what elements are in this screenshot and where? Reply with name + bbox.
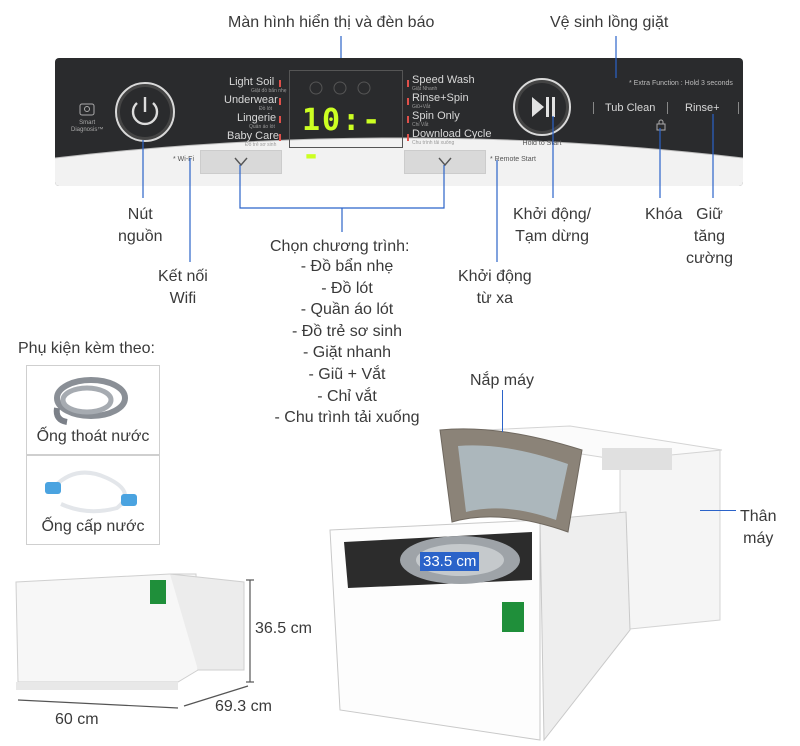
program-underwear: Underwear: [224, 94, 278, 106]
program-select-left-button[interactable]: [200, 150, 282, 174]
indicator-light: [279, 134, 281, 141]
list-item: - Giũ + Vắt: [308, 365, 386, 383]
mini-washer-image: [329, 425, 723, 742]
body-pointer: [700, 510, 736, 511]
wifi-small-label: * Wi-Fi: [173, 156, 194, 163]
dimension-drawing: [15, 573, 254, 709]
program-spin-only-sub: Chỉ Vắt: [412, 122, 429, 128]
list-item: - Đồ lót: [321, 279, 373, 297]
program-spin-only: Spin Only: [412, 110, 460, 122]
indicator-light: [279, 116, 281, 123]
drain-hose-card: Ống thoát nước: [26, 365, 160, 455]
program-speed-wash: Speed Wash: [412, 74, 475, 86]
program-speed-wash-sub: Giặt Nhanh: [412, 86, 438, 92]
remote-start-label: Khởi động từ xa: [458, 268, 532, 307]
chevron-down-icon: [438, 157, 452, 167]
leader-lines: [142, 36, 714, 262]
program-underwear-sub: Đồ lót: [259, 106, 273, 112]
lock-label: Khóa: [645, 206, 683, 223]
start-pause-button[interactable]: [513, 78, 571, 136]
indicator-light: [279, 98, 281, 105]
program-lingerie-sub: Quần áo lót: [249, 124, 275, 130]
remote-start-small-label: * Remote Start: [490, 156, 536, 163]
control-panel: Smart Diagnosis™ Light Soil Giặt đồ bẩn …: [55, 58, 743, 186]
smart-diagnosis-text: Smart Diagnosis™: [71, 120, 104, 133]
program-download-cycle: Download Cycle: [412, 128, 492, 140]
depth-dimension: 69.3 cm: [215, 698, 272, 715]
indicator-light: [407, 134, 409, 141]
list-item: - Chu trình tải xuống: [274, 409, 420, 427]
lid-label: Nắp máy: [470, 372, 535, 389]
indicator-light: [407, 80, 409, 87]
drain-hose-label: Ống thoát nước: [36, 428, 150, 445]
program-rinse-spin-sub: Giũ+Vắt: [412, 104, 431, 110]
program-baby-care: Baby Care: [227, 130, 279, 142]
list-item: - Quần áo lót: [300, 301, 394, 319]
inlet-hose-label: Ống cấp nước: [41, 518, 145, 535]
tub-clean-button[interactable]: Tub Clean: [605, 102, 656, 114]
program-select-title: Chọn chương trình:: [270, 238, 410, 255]
list-item: - Giặt nhanh: [302, 344, 392, 362]
tub-clean-label: Vệ sinh lồng giặt: [550, 14, 669, 31]
program-lingerie: Lingerie: [237, 112, 277, 124]
power-icon: [131, 97, 159, 126]
indicator-light: [407, 116, 409, 123]
status-icons: [309, 81, 371, 95]
hold-to-start-label: Hold to Start: [522, 140, 562, 147]
play-pause-icon: [532, 97, 555, 117]
chevron-down-icon: [234, 157, 248, 167]
program-list: - Đồ bẩn nhẹ - Đồ lót - Quần áo lót - Đồ…: [262, 256, 432, 429]
inlet-hose-card: Ống cấp nước: [26, 455, 160, 545]
lock-icon: [653, 118, 669, 131]
divider: [738, 102, 739, 114]
list-item: - Chỉ vắt: [317, 387, 377, 405]
extra-function-label: * Extra Function : Hold 3 seconds: [629, 80, 733, 87]
body-label: Thân máy: [740, 508, 777, 547]
list-item: - Đồ trẻ sơ sinh: [291, 322, 403, 340]
program-baby-care-sub: Đồ trẻ sơ sinh: [245, 142, 277, 148]
height-dimension: 36.5 cm: [255, 620, 312, 637]
display-screen: 10:--: [289, 70, 403, 173]
rinse-plus-button[interactable]: Rinse+: [685, 102, 720, 114]
rinse-plus-label: Giữ tăng cường: [686, 206, 733, 267]
smart-diagnosis-icon: [77, 102, 99, 118]
divider: [667, 102, 668, 114]
program-download-cycle-sub: Chu trình tải xuống: [412, 140, 455, 146]
wifi-label: Kết nối Wifi: [158, 268, 208, 307]
inlet-hose-image: [45, 470, 137, 514]
program-light-soil: Light Soil: [229, 76, 275, 88]
divider: [593, 102, 594, 114]
time-display: 10:--: [302, 103, 383, 173]
accessories-title: Phụ kiện kèm theo:: [18, 340, 155, 357]
power-label: Nút nguồn: [118, 206, 163, 245]
start-pause-label: Khởi động/ Tạm dừng: [513, 206, 592, 245]
list-item: - Đồ bẩn nhẹ: [300, 258, 394, 275]
lid-pointer: [502, 390, 503, 432]
display-indicator-label: Màn hình hiển thị và đèn báo: [228, 14, 435, 31]
drain-hose-image: [53, 377, 128, 425]
power-button[interactable]: [115, 82, 175, 142]
program-light-soil-sub: Giặt đồ bẩn nhẹ: [251, 88, 287, 94]
indicator-light: [279, 80, 281, 87]
drum-diameter-badge: 33.5 cm: [420, 552, 480, 571]
indicator-light: [407, 98, 409, 105]
program-rinse-spin: Rinse+Spin: [412, 92, 469, 104]
width-dimension: 60 cm: [55, 711, 99, 728]
program-select-right-button[interactable]: [404, 150, 486, 174]
